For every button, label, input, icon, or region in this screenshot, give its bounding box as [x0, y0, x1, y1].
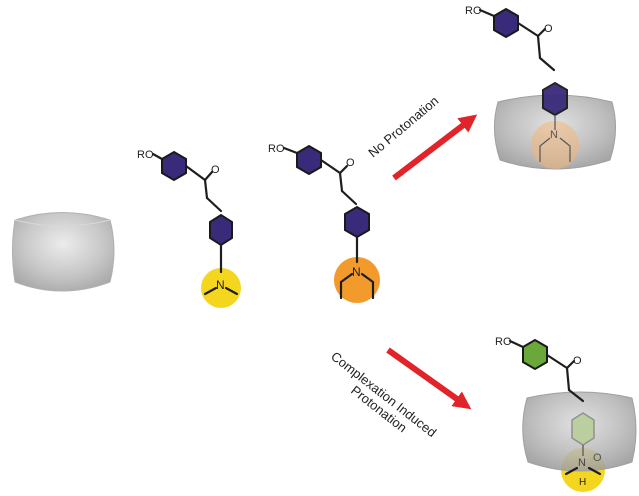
- amine-n-label: N: [216, 278, 225, 292]
- carbonyl-o-label: O: [544, 23, 553, 35]
- dimethylamino-chalcone: RO O N: [137, 149, 241, 308]
- aryl-ring: [493, 7, 519, 39]
- diethylamino-chalcone: RO O N: [268, 143, 380, 303]
- aryl-ring: [542, 81, 568, 117]
- counter-o-label: O: [593, 452, 602, 464]
- aryl-ring: [522, 338, 548, 371]
- amine-n-label: N: [352, 265, 361, 279]
- carbonyl-o-label: O: [211, 164, 220, 176]
- complex-no-protonation: RO O N: [465, 5, 616, 170]
- reaction-arrow: [392, 114, 478, 181]
- ro-label: RO: [137, 149, 154, 161]
- dimethylamino-sphere: [201, 268, 241, 308]
- diethylamino-sphere: [531, 121, 579, 169]
- proton-h-label: H: [579, 477, 586, 488]
- ro-label: RO: [268, 143, 285, 155]
- free-host: [12, 212, 115, 292]
- pathway-complexation-induced-protonation: Complexation Induced Protonation: [328, 347, 472, 440]
- carbonyl-o-label: O: [346, 157, 355, 169]
- reaction-arrow: [386, 347, 472, 410]
- carbonyl-o-label: O: [573, 355, 582, 367]
- complex-protonated: RO O N O H: [495, 336, 637, 492]
- amine-n-label: N: [578, 457, 586, 469]
- aryl-ring: [344, 205, 370, 239]
- aryl-ring: [209, 213, 233, 247]
- aryl-ring: [296, 144, 322, 176]
- pathway-label-line1: Complexation Induced: [328, 349, 439, 440]
- aryl-ring: [571, 412, 595, 446]
- amine-n-label: N: [550, 129, 558, 141]
- diethylamino-sphere: [334, 257, 380, 303]
- pathway-no-protonation: No Protonation: [365, 93, 478, 181]
- ro-label: RO: [495, 336, 512, 348]
- ro-label: RO: [465, 5, 482, 17]
- aryl-ring: [161, 150, 187, 182]
